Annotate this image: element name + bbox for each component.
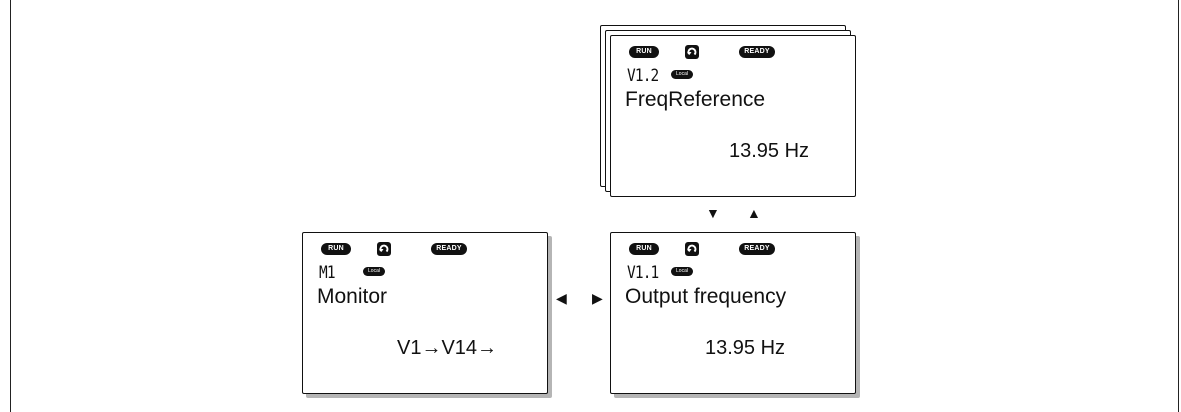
local-indicator: Local	[671, 70, 693, 79]
run-indicator: RUN	[629, 243, 659, 255]
run-indicator: RUN	[321, 243, 351, 255]
menu-code: V1.1	[627, 263, 659, 283]
freq-reference-panel: RUN READY V1.2 Local FreqReference 13.95…	[610, 35, 856, 197]
parameter-name: Output frequency	[625, 285, 787, 308]
menu-code: V1.2	[627, 66, 659, 86]
ready-indicator: READY	[431, 243, 467, 255]
arrow-right-icon: ▶	[592, 290, 603, 306]
run-indicator: RUN	[629, 46, 659, 58]
parameter-value: 13.95 Hz	[705, 337, 786, 359]
rotation-icon	[377, 242, 391, 256]
monitor-panel: RUN READY M1 Local Monitor V1→V14→	[302, 232, 548, 394]
arrow-up-icon: ▲	[747, 205, 761, 221]
ready-indicator: READY	[739, 243, 775, 255]
output-frequency-panel: RUN READY V1.1 Local Output frequency 13…	[610, 232, 856, 394]
rotation-icon	[685, 242, 699, 256]
menu-range: V1→V14→	[397, 337, 498, 359]
menu-name: Monitor	[317, 285, 388, 308]
figure-frame	[10, 0, 1179, 412]
ready-indicator: READY	[739, 46, 775, 58]
parameter-name: FreqReference	[625, 88, 766, 111]
parameter-value: 13.95 Hz	[729, 140, 810, 162]
local-indicator: Local	[363, 267, 385, 276]
rotation-icon	[685, 45, 699, 59]
local-indicator: Local	[671, 267, 693, 276]
arrow-down-icon: ▼	[706, 205, 720, 221]
arrow-left-icon: ◀	[556, 290, 567, 306]
menu-code: M1	[319, 263, 336, 283]
